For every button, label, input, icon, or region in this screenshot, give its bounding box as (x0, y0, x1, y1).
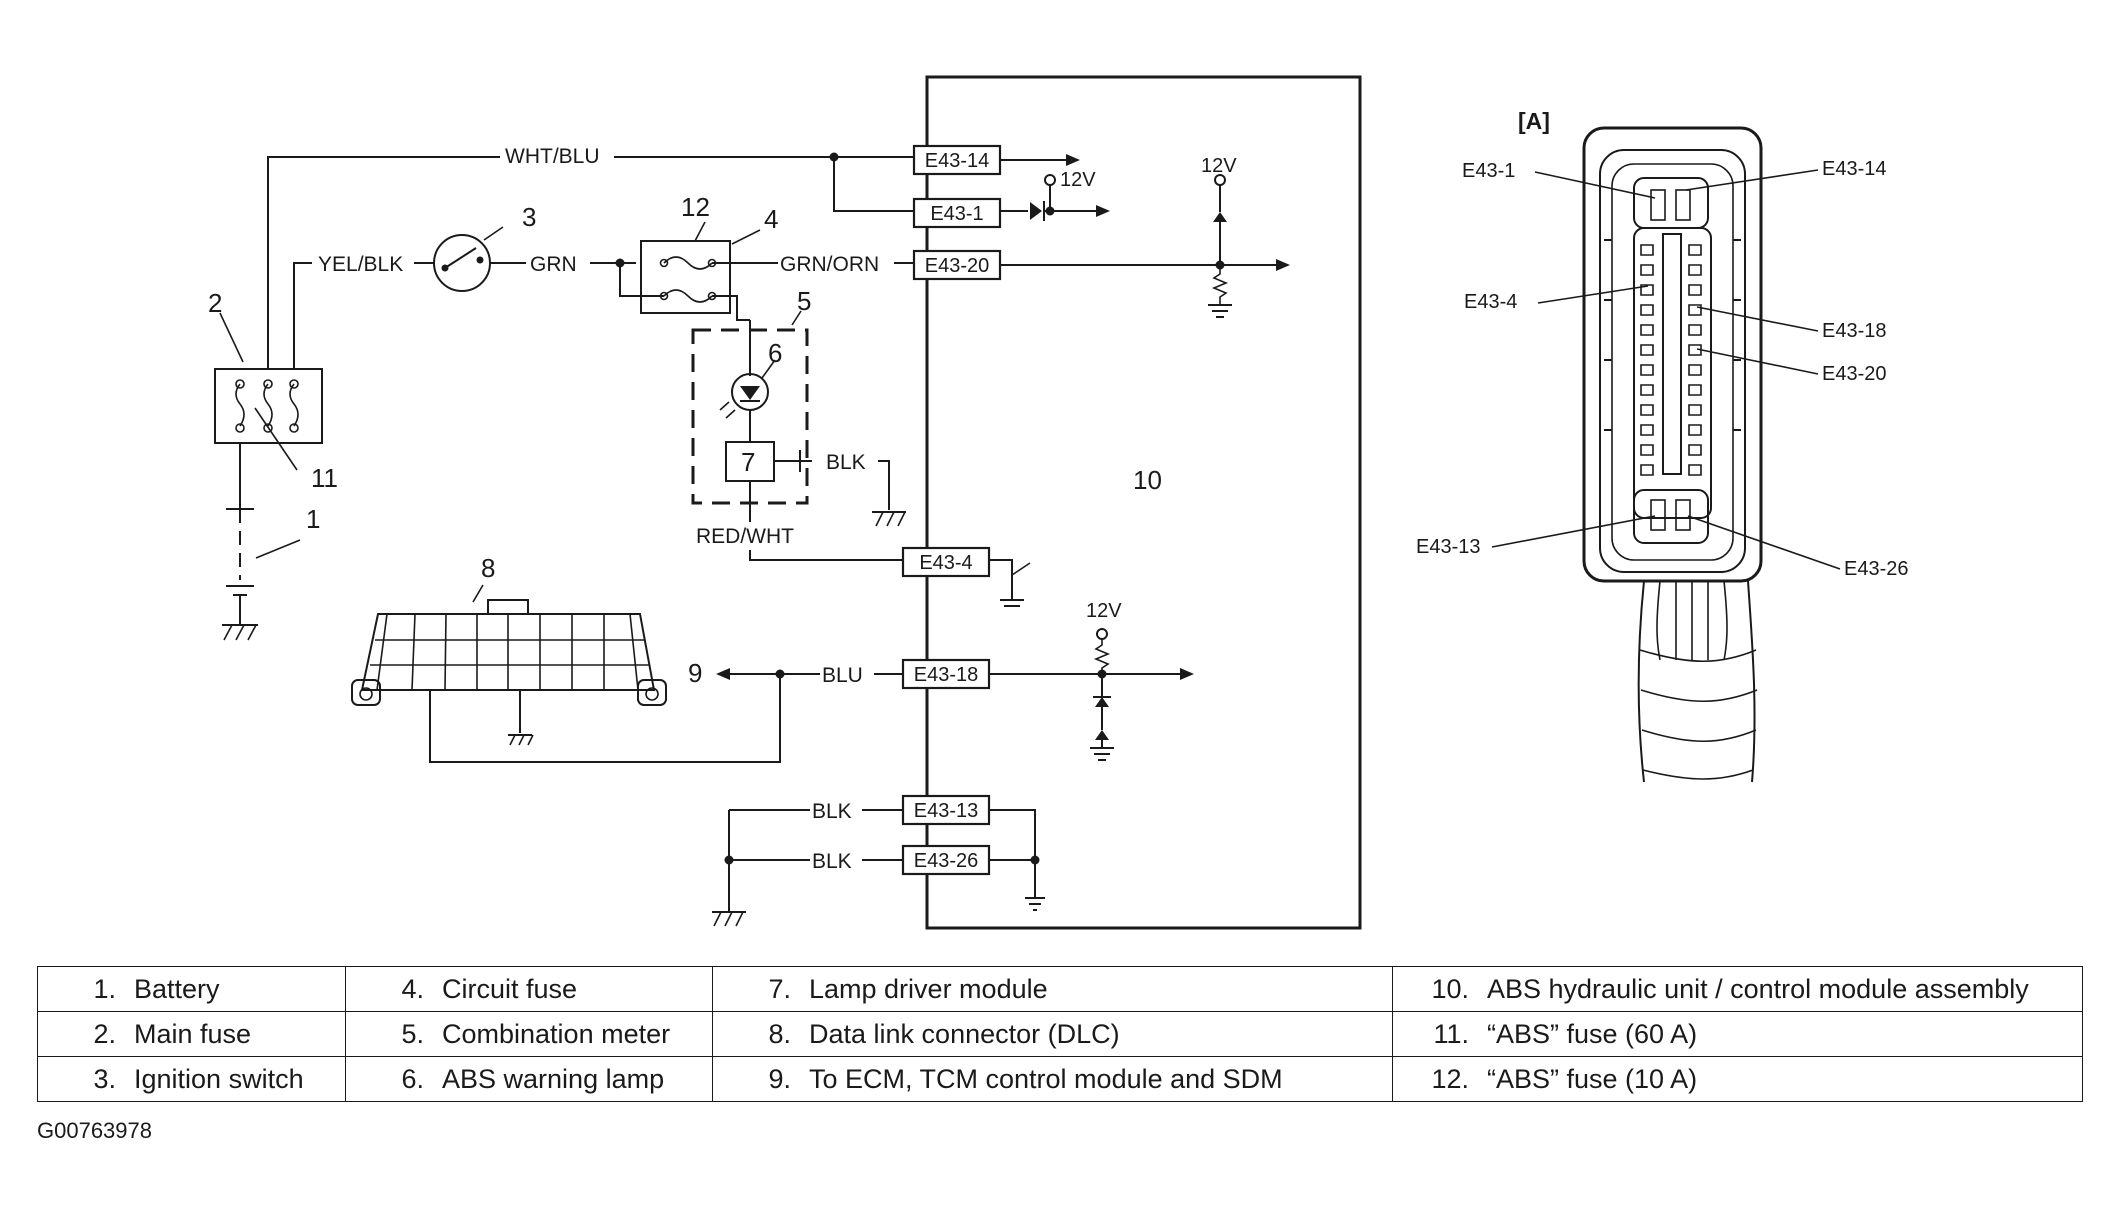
legend-cell: 2.Main fuse (37, 1011, 346, 1057)
callout-12: 12 (681, 192, 710, 222)
svg-text:E43-1: E43-1 (930, 203, 983, 225)
callout-2: 2 (208, 288, 222, 318)
figure-code: G00763978 (37, 1118, 152, 1143)
battery-symbol (222, 500, 258, 641)
callout-8: 8 (481, 553, 495, 583)
conn-label-e43-18: E43-18 (1822, 320, 1887, 342)
conn-label-e43-1: E43-1 (1462, 160, 1515, 182)
wire-label-blk-26: BLK (812, 850, 852, 873)
conn-label-e43-14: E43-14 (1822, 158, 1887, 180)
legend-cell: 9.To ECM, TCM control module and SDM (712, 1056, 1393, 1102)
conn-label-e43-13: E43-13 (1416, 536, 1481, 558)
callout-4: 4 (764, 204, 778, 234)
abs-warning-lamp-symbol (719, 373, 769, 419)
legend-row: 2.Main fuse 5.Combination meter 8.Data l… (37, 1011, 2083, 1057)
pin-e43-1: E43-1 (912, 197, 1002, 229)
legend-cell: 12.“ABS” fuse (10 A) (1392, 1056, 2083, 1102)
legend-cell: 8.Data link connector (DLC) (712, 1011, 1393, 1057)
voltage-label-pin18: 12V (1086, 600, 1122, 622)
legend-cell: 3.Ignition switch (37, 1056, 346, 1102)
conn-label-e43-26: E43-26 (1844, 558, 1909, 580)
callout-9: 9 (688, 658, 702, 688)
connector-illustration (1582, 126, 1763, 783)
svg-text:E43-4: E43-4 (919, 552, 972, 574)
wire-label-yel-blk: YEL/BLK (318, 253, 403, 276)
svg-text:E43-18: E43-18 (914, 664, 979, 686)
legend-cell: 10.ABS hydraulic unit / control module a… (1392, 966, 2083, 1012)
svg-text:E43-14: E43-14 (925, 150, 990, 172)
wire-label-wht-blu: WHT/BLU (505, 145, 600, 168)
wire-label-blk-meter: BLK (826, 451, 866, 474)
legend-cell: 1.Battery (37, 966, 346, 1012)
wire-label-blk-13: BLK (812, 800, 852, 823)
legend-cell: 5.Combination meter (345, 1011, 713, 1057)
legend-cell: 11.“ABS” fuse (60 A) (1392, 1011, 2083, 1057)
callout-7: 7 (741, 447, 755, 477)
main-fuse-block (214, 368, 323, 444)
module-number-label: 10 (1133, 465, 1162, 495)
ignition-switch-symbol (433, 234, 491, 292)
legend-cell: 4.Circuit fuse (345, 966, 713, 1012)
voltage-label-pin20: 12V (1201, 155, 1237, 177)
conn-label-e43-4: E43-4 (1464, 291, 1517, 313)
inset-label: [A] (1518, 108, 1550, 134)
legend-cell: 7.Lamp driver module (712, 966, 1393, 1012)
abs-control-module-box (925, 75, 1362, 930)
legend-cell: 6.ABS warning lamp (345, 1056, 713, 1102)
circuit-fuse-block (640, 240, 731, 314)
wire-label-blu: BLU (822, 664, 863, 687)
pin-e43-4: E43-4 (901, 546, 991, 578)
wire-label-grn: GRN (530, 253, 577, 276)
wiring-diagram: 10 E43-14 E43-1 E43-20 E43-4 E43-18 E43-… (208, 75, 1909, 930)
pin-e43-26: E43-26 (901, 844, 991, 876)
legend-row: 3.Ignition switch 6.ABS warning lamp 9.T… (37, 1056, 2083, 1102)
svg-text:E43-20: E43-20 (925, 255, 990, 277)
voltage-label-pin1: 12V (1060, 169, 1096, 191)
pin-e43-18: E43-18 (901, 658, 991, 690)
pin-e43-13: E43-13 (901, 794, 991, 826)
callout-5: 5 (797, 286, 811, 316)
svg-text:E43-13: E43-13 (914, 800, 979, 822)
callout-3: 3 (522, 202, 536, 232)
svg-text:E43-26: E43-26 (914, 850, 979, 872)
wire-label-grn-orn: GRN/ORN (780, 253, 879, 276)
ground-symbol-blk1 (872, 511, 906, 527)
callout-1: 1 (306, 504, 320, 534)
callout-11: 11 (311, 463, 338, 493)
conn-label-e43-20: E43-20 (1822, 363, 1887, 385)
pin-e43-14: E43-14 (912, 144, 1002, 176)
legend-row: 1.Battery 4.Circuit fuse 7.Lamp driver m… (37, 966, 2083, 1012)
component-legend-table: 1.Battery 4.Circuit fuse 7.Lamp driver m… (37, 966, 2083, 1102)
data-link-connector-symbol (351, 599, 667, 706)
callout-6: 6 (768, 338, 782, 368)
pin-e43-20: E43-20 (912, 249, 1002, 281)
wire-label-red-wht: RED/WHT (696, 525, 794, 548)
